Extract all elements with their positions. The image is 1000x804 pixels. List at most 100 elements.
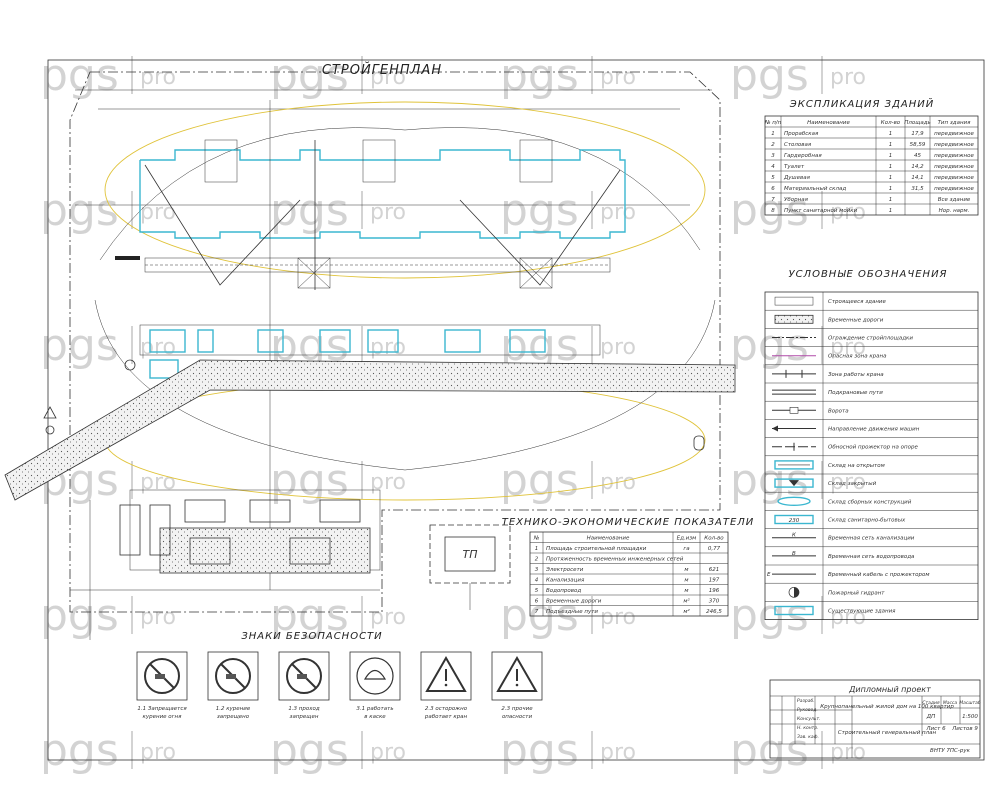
tep-title: ТЕХНИКО-ЭКОНОМИЧЕСКИЕ ПОКАЗАТЕЛИ <box>502 517 755 528</box>
tep-cell: 370 <box>709 599 720 605</box>
explication-cell: 1 <box>889 197 893 203</box>
tep-cell: 4 <box>535 578 539 584</box>
no-entry-person-icon <box>286 658 322 694</box>
stair-block <box>204 139 238 183</box>
crane-base <box>519 257 553 289</box>
tep-header: Кол-во <box>704 536 724 542</box>
legend-symbol: Е <box>767 572 816 578</box>
stamp-object: Крупнопанельный жилой дом на 100 квартир <box>820 704 954 710</box>
watermark-brand: pgs <box>730 590 809 641</box>
explication-cell: 4 <box>771 164 775 170</box>
temporary-road <box>159 527 371 574</box>
signs-title: ЗНАКИ БЕЗОПАСНОСТИ <box>241 631 382 642</box>
stair-block <box>519 139 553 183</box>
truck <box>149 504 171 556</box>
explication-cell: 1 <box>889 186 893 192</box>
explication-cell: 6 <box>771 186 775 192</box>
watermark-brand: pgs <box>730 320 809 371</box>
stamp-frame <box>769 679 981 759</box>
legend-label: Подкрановые пути <box>828 390 883 396</box>
svg-text:Е: Е <box>767 572 771 578</box>
tep-cell: м <box>684 567 688 573</box>
explication-header: № п/п <box>764 120 782 126</box>
tep-cell: 2 <box>535 557 539 563</box>
legend-label: Ограждение стройплощадки <box>828 336 913 342</box>
watermark-suffix: pro <box>600 200 636 225</box>
watermark-brand: pgs <box>500 590 579 641</box>
watermark-brand: pgs <box>500 50 579 101</box>
explication-cell: Пункт санитарной мойки <box>784 208 858 214</box>
legend-symbol <box>788 586 800 598</box>
explication-cell: 3 <box>771 153 775 159</box>
explication-cell: 14,1 <box>911 175 923 181</box>
tep-cell: м² <box>683 608 690 615</box>
tep-cell: Канализация <box>546 578 585 584</box>
tep-cell: 246,5 <box>706 609 722 615</box>
general-danger-icon <box>496 655 538 692</box>
tep-cell: м <box>684 588 688 594</box>
explication-cell: 1 <box>889 208 893 214</box>
stamp-scale: 1:500 <box>962 714 978 720</box>
crane-warning-icon <box>425 655 467 692</box>
no-open-fire-icon <box>215 658 251 694</box>
legend-symbol <box>774 296 814 306</box>
tep-cell: 7 <box>535 609 539 615</box>
watermark-suffix: pro <box>370 335 406 360</box>
tep-cell: 3 <box>535 567 539 573</box>
watermark-brand: pgs <box>40 725 119 776</box>
explication-cell: передвижное <box>934 164 974 170</box>
stair-block <box>362 139 396 183</box>
explication-cell: Столовая <box>784 142 812 148</box>
explication-cell: передвижное <box>934 175 974 181</box>
legend-label: Временные дороги <box>828 317 884 323</box>
watermark-suffix: pro <box>370 200 406 225</box>
tp-label: ТП <box>463 548 478 561</box>
tep-cell: Водопровод <box>546 588 581 594</box>
watermark-suffix: pro <box>600 740 636 765</box>
truck <box>119 504 141 556</box>
watermark-suffix: pro <box>370 65 406 90</box>
tep-cell: Протяженность временных инженерных сетей <box>546 557 684 563</box>
watermark-brand: pgs <box>270 590 349 641</box>
explication-cell: 31,5 <box>911 186 924 192</box>
trailer <box>249 499 291 523</box>
crane-danger-zone <box>104 101 706 279</box>
explication-cell: Прорабская <box>784 131 819 137</box>
watermark-brand: pgs <box>730 50 809 101</box>
stamp-person-role: Разраб. <box>797 698 815 704</box>
stamp-col-mass: Масса <box>943 700 958 706</box>
legend-label: Склад сборных конструкций <box>828 499 912 505</box>
explication-header: Площадь <box>904 120 931 126</box>
tep-cell: Подъездные пути <box>546 609 598 615</box>
legend-label: Ворота <box>828 408 849 414</box>
legend-symbol <box>772 369 816 378</box>
explication-cell: 1 <box>889 175 893 181</box>
legend-label: Обносной прожектор на опоре <box>828 445 918 451</box>
legend-label: Существующие здания <box>828 609 896 615</box>
tep-cell: га <box>683 546 690 552</box>
tep-header: Ед.изм <box>677 536 697 542</box>
tep-cell: 0,77 <box>708 546 721 552</box>
explication-cell: 1 <box>771 131 775 137</box>
storage-yard <box>149 329 186 353</box>
stamp-people: Разраб.Руковод.Консульт.Н. контр.Зав. ка… <box>797 698 821 740</box>
explication-cell: передвижное <box>934 153 974 159</box>
tep-header: № <box>533 536 540 542</box>
watermark-suffix: pro <box>140 605 176 630</box>
legend-title: УСЛОВНЫЕ ОБОЗНАЧЕНИЯ <box>788 269 947 280</box>
spotlight-icon <box>43 406 57 419</box>
legend-symbol <box>772 406 816 414</box>
storage-yard <box>509 329 546 353</box>
watermark-suffix: pro <box>140 200 176 225</box>
watermark-suffix: pro <box>140 335 176 360</box>
stamp-col-scale: Масштаб <box>959 700 981 706</box>
watermark-brand: pgs <box>500 320 579 371</box>
